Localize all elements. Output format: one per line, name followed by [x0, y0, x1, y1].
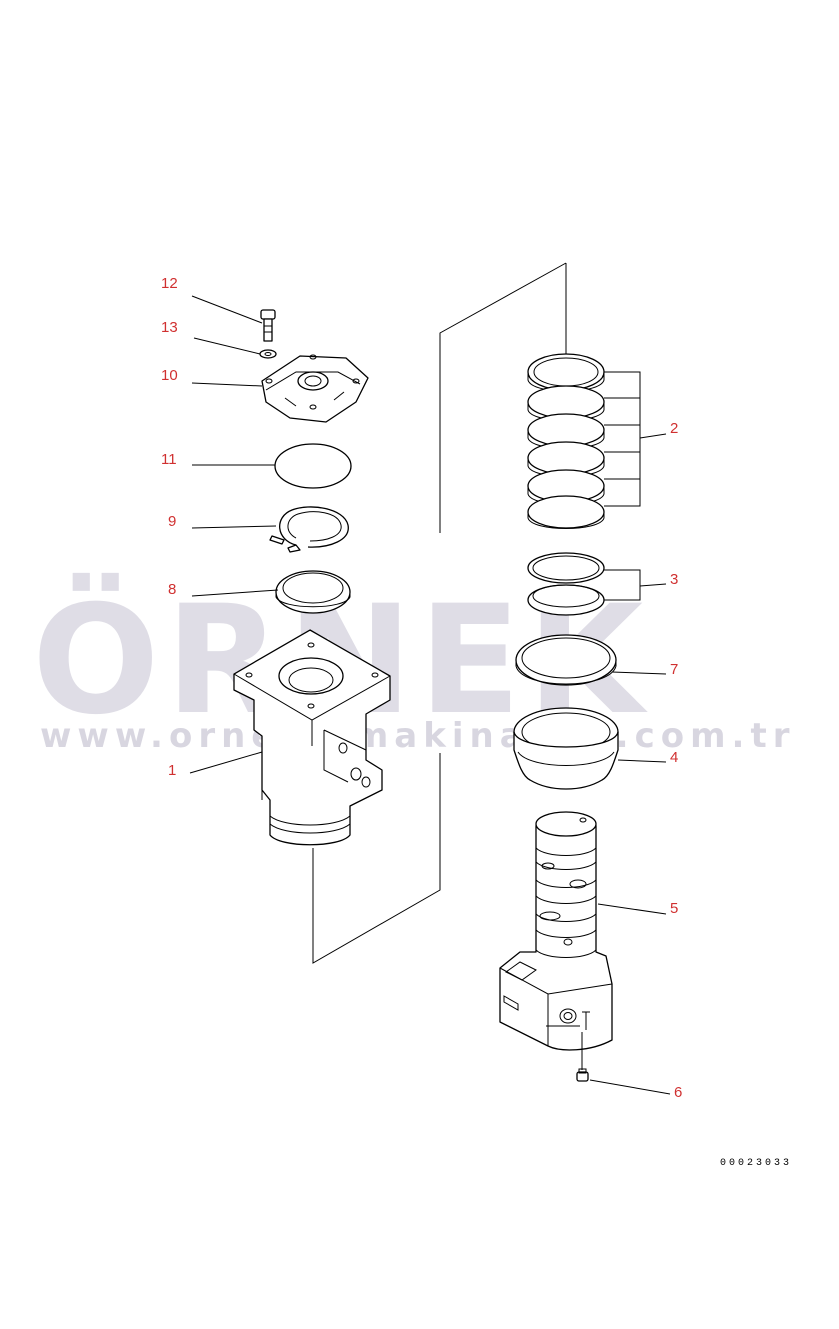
callout-5: 5: [670, 900, 678, 917]
callout-6: 6: [674, 1084, 682, 1101]
part-4-seal: [513, 707, 619, 790]
part-13-washer: [259, 349, 277, 359]
callout-labels: 12 13 10 11 9 8 1 2 3 7 4 5 6: [161, 275, 682, 1101]
part-6-plug: [576, 1032, 589, 1082]
part-8-ring: [275, 570, 351, 614]
part-2-seal-rings: [527, 353, 605, 529]
callout-4: 4: [670, 749, 678, 766]
callout-2: 2: [670, 420, 678, 437]
callout-1: 1: [168, 762, 176, 779]
callout-10: 10: [161, 367, 178, 384]
part-11-o-ring: [274, 443, 352, 489]
callout-7: 7: [670, 661, 678, 678]
leader-lines: [189, 295, 671, 1095]
assembly-bracket: [312, 262, 567, 964]
callout-12: 12: [161, 275, 178, 292]
seal-ring: [527, 495, 605, 529]
callout-13: 13: [161, 319, 178, 336]
part-5-shaft: [499, 811, 613, 1051]
part-12-bolt: [260, 309, 276, 342]
watermark-url: www.ornekismakinalari.com.tr: [40, 716, 795, 756]
part-10-cover: [261, 354, 369, 423]
part-1-body: [233, 629, 391, 846]
part-7-ring: [515, 634, 617, 686]
callout-9: 9: [168, 513, 176, 530]
part-9-snap-ring: [269, 506, 349, 553]
callout-8: 8: [168, 581, 176, 598]
callout-3: 3: [670, 571, 678, 588]
drawing-number: 00023033: [720, 1158, 792, 1169]
callout-11: 11: [161, 451, 177, 468]
